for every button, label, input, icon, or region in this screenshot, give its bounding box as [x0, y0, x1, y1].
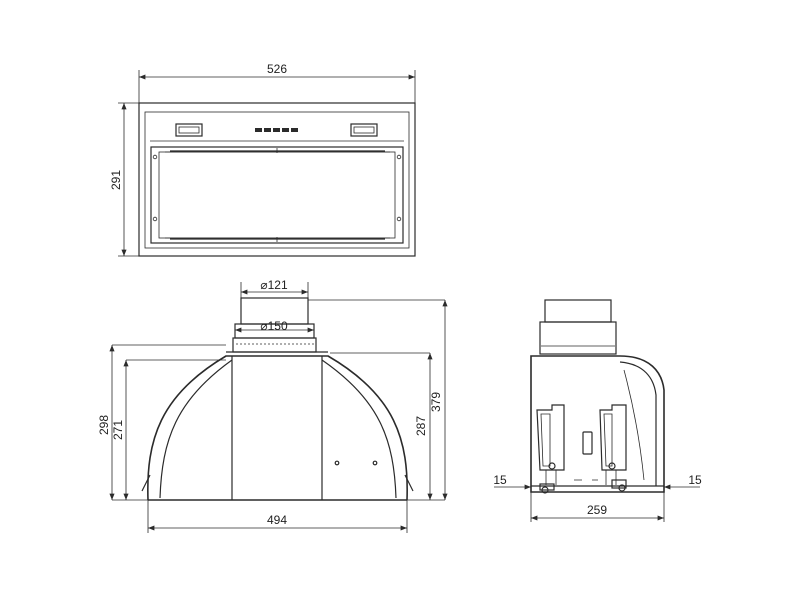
dim-width-front: 494: [267, 513, 287, 527]
front-view: ⌀121 ⌀150 298 271 287 379 494: [97, 278, 448, 533]
dim-height-298: 298: [97, 415, 111, 435]
top-view: 526 291: [109, 62, 416, 257]
dim-diameter-150: ⌀150: [260, 319, 288, 333]
dim-height-271: 271: [111, 420, 125, 440]
dim-width-top: 526: [267, 62, 287, 76]
dim-offset-right: 15: [688, 473, 702, 487]
dim-offset-left: 15: [493, 473, 507, 487]
control-buttons: [255, 128, 298, 132]
dim-diameter-121: ⌀121: [260, 278, 288, 292]
dim-height-379: 379: [429, 392, 443, 412]
dim-width-side: 259: [587, 503, 607, 517]
side-view: 15 15 259: [493, 299, 702, 522]
dim-height-287: 287: [414, 416, 428, 436]
dim-height-top: 291: [109, 170, 123, 190]
